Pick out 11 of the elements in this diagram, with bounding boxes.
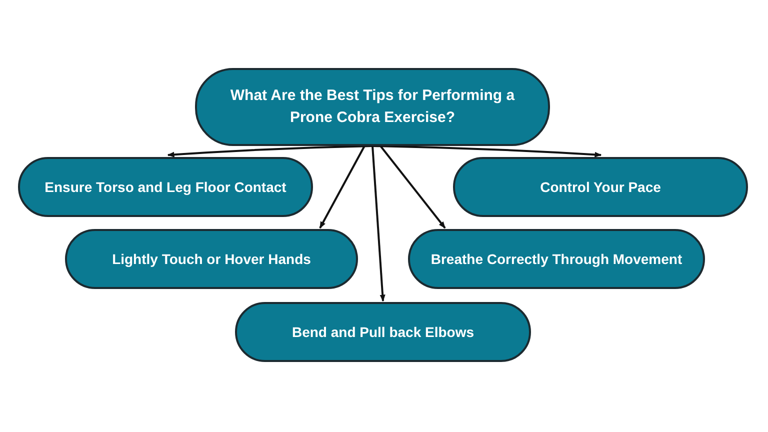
tip-box: Breathe Correctly Through Movement (408, 229, 705, 289)
tip-box: Lightly Touch or Hover Hands (65, 229, 358, 289)
arrow (167, 145, 373, 158)
arrow (372, 146, 386, 302)
tip-box: Ensure Torso and Leg Floor Contact (18, 157, 313, 217)
tip-box: What Are the Best Tips for Performing a Prone Cobra Exercise? (195, 68, 550, 146)
arrow (380, 145, 446, 229)
tip-box: Control Your Pace (453, 157, 748, 217)
arrow (319, 146, 366, 229)
arrow (372, 145, 602, 158)
tip-box: Bend and Pull back Elbows (235, 302, 531, 362)
